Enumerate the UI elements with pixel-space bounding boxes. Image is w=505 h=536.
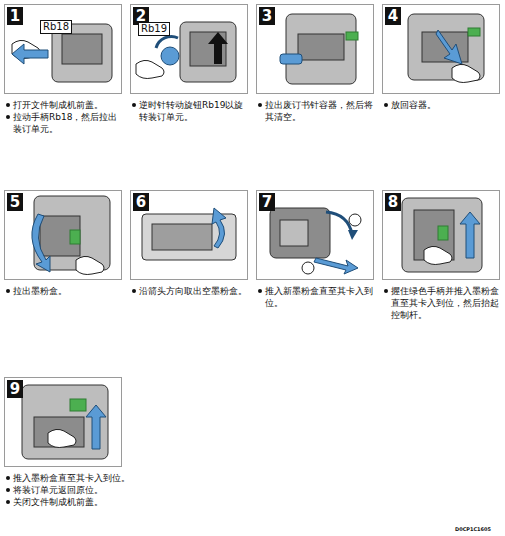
caption-text: 拉动手柄Rb18，然后拉出装订单元。 [13, 112, 117, 134]
caption-text: 握住绿色手柄并推入墨粉盒直至其卡入到位，然后抬起控制杆。 [391, 286, 499, 320]
bullet-dot [6, 500, 10, 504]
caption-line: 拉出废订书针容器，然后将其清空。 [257, 99, 375, 123]
step-panel: 1打开文件制成机前盖。拉动手柄Rb18，然后拉出装订单元。 [4, 4, 122, 94]
bullet-dot [132, 289, 136, 293]
step-panel: 5拉出墨粉盒。 [4, 190, 122, 280]
caption-line: 拉动手柄Rb18，然后拉出装订单元。 [5, 111, 123, 135]
step-panel: 2逆时针转动旋钮Rb19以旋转装订单元。 [130, 4, 248, 94]
caption-text: 关闭文件制成机前盖。 [13, 497, 103, 507]
step-caption: 推入新墨粉盒直至其卡入到位。 [257, 285, 375, 309]
caption-text: 推入新墨粉盒直至其卡入到位。 [265, 286, 373, 308]
caption-text: 将装订单元返回原位。 [13, 485, 103, 495]
caption-text: 放回容器。 [391, 100, 436, 110]
caption-text: 逆时针转动旋钮Rb19以旋转装订单元。 [139, 100, 243, 122]
caption-line: 握住绿色手柄并推入墨粉盒直至其卡入到位，然后抬起控制杆。 [383, 285, 501, 321]
step-caption: 逆时针转动旋钮Rb19以旋转装订单元。 [131, 99, 249, 123]
step-caption: 拉出墨粉盒。 [5, 285, 123, 297]
caption-line: 逆时针转动旋钮Rb19以旋转装订单元。 [131, 99, 249, 123]
bullet-dot [258, 289, 262, 293]
bullet-dot [132, 103, 136, 107]
step-panel: 7推入新墨粉盒直至其卡入到位。 [256, 190, 374, 280]
step-number: 3 [259, 7, 275, 25]
step-caption: 拉出废订书针容器，然后将其清空。 [257, 99, 375, 123]
step-caption: 打开文件制成机前盖。拉动手柄Rb18，然后拉出装订单元。 [5, 99, 123, 135]
caption-text: 沿箭头方向取出空墨粉盒。 [139, 286, 247, 296]
step-number: 7 [259, 193, 275, 211]
bullet-dot [384, 289, 388, 293]
step-number: 1 [7, 7, 23, 25]
step-number: 4 [385, 7, 401, 25]
caption-line: 打开文件制成机前盖。 [5, 99, 123, 111]
step-panel: 6沿箭头方向取出空墨粉盒。 [130, 190, 248, 280]
step-number: 8 [385, 193, 401, 211]
caption-line: 放回容器。 [383, 99, 501, 111]
caption-line: 推入墨粉盒直至其卡入到位。 [5, 472, 305, 484]
step-number: 9 [7, 380, 23, 398]
bullet-dot [258, 103, 262, 107]
caption-text: 打开文件制成机前盖。 [13, 100, 103, 110]
step-caption: 握住绿色手柄并推入墨粉盒直至其卡入到位，然后抬起控制杆。 [383, 285, 501, 321]
caption-line: 拉出墨粉盒。 [5, 285, 123, 297]
caption-text: 推入墨粉盒直至其卡入到位。 [13, 473, 130, 483]
caption-text: 拉出废订书针容器，然后将其清空。 [265, 100, 373, 122]
bullet-dot [6, 103, 10, 107]
bullet-dot [6, 488, 10, 492]
part-label: Rb18 [40, 20, 72, 34]
bullet-dot [384, 103, 388, 107]
bullet-dot [6, 289, 10, 293]
step-caption: 放回容器。 [383, 99, 501, 111]
step-panel: 3拉出废订书针容器，然后将其清空。 [256, 4, 374, 94]
bullet-dot [6, 115, 10, 119]
caption-text: 拉出墨粉盒。 [13, 286, 67, 296]
caption-line: 将装订单元返回原位。 [5, 484, 305, 496]
step-caption: 沿箭头方向取出空墨粉盒。 [131, 285, 249, 297]
step-panel: 9推入墨粉盒直至其卡入到位。将装订单元返回原位。关闭文件制成机前盖。 [4, 377, 122, 467]
bullet-dot [6, 476, 10, 480]
step-number: 5 [7, 193, 23, 211]
step-panel: 4放回容器。 [382, 4, 500, 94]
caption-line: 关闭文件制成机前盖。 [5, 496, 305, 508]
step-caption: 推入墨粉盒直至其卡入到位。将装订单元返回原位。关闭文件制成机前盖。 [5, 472, 305, 508]
caption-line: 推入新墨粉盒直至其卡入到位。 [257, 285, 375, 309]
step-panel: 8握住绿色手柄并推入墨粉盒直至其卡入到位，然后抬起控制杆。 [382, 190, 500, 280]
part-label: Rb19 [138, 22, 170, 36]
figure-code: D0CP1C1605 [455, 526, 491, 532]
caption-line: 沿箭头方向取出空墨粉盒。 [131, 285, 249, 297]
step-number: 6 [133, 193, 149, 211]
